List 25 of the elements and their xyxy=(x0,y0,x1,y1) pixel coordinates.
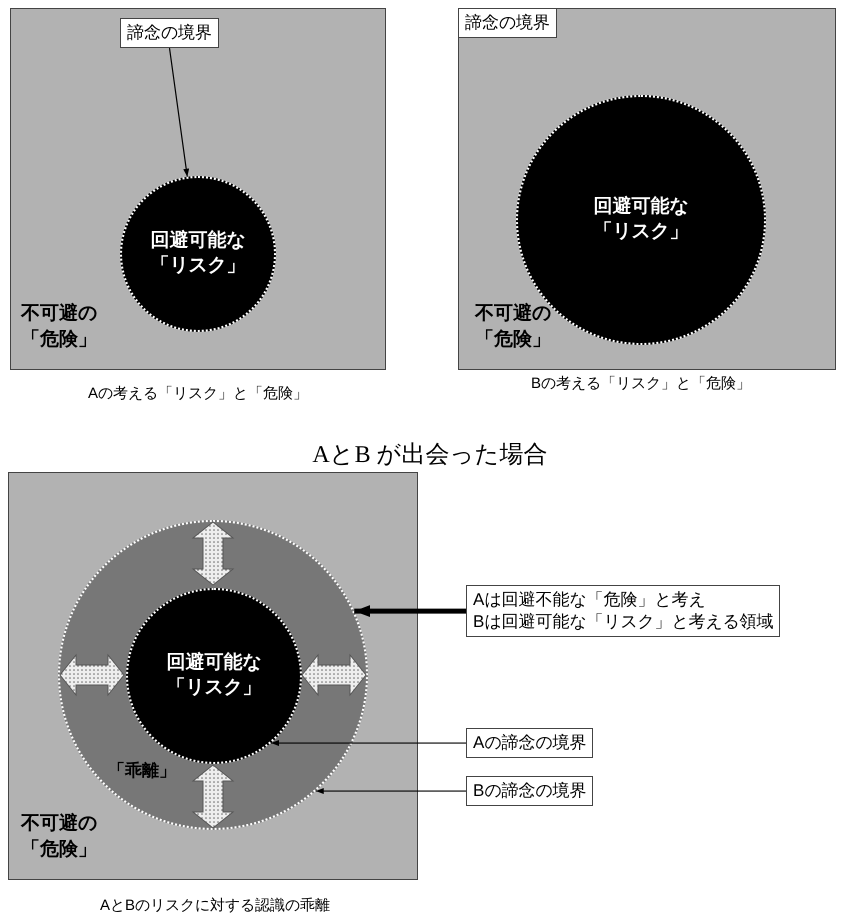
region-panel xyxy=(10,8,386,370)
caption: AとBのリスクに対する認識の乖離 xyxy=(100,896,330,915)
leader-line xyxy=(271,740,466,746)
leader-line xyxy=(168,48,190,177)
callout-box: Aの諦念の境界 xyxy=(466,728,594,758)
callout-text: Aは回避不能な「危険」と考え xyxy=(473,589,706,611)
region-panel xyxy=(8,472,418,880)
arrow xyxy=(354,605,466,618)
callout-box: 諦念の境界 xyxy=(120,18,219,48)
heading: AとB が出会った場合 xyxy=(312,441,548,470)
region-label: 不可避の「危険」 xyxy=(21,812,98,862)
region-label: 不可避の「危険」 xyxy=(21,302,98,352)
caption: Bの考える「リスク」と「危険」 xyxy=(531,374,751,393)
region-label: 不可避の「危険」 xyxy=(475,302,552,352)
callout-text: Bは回避可能な「リスク」と考える領域 xyxy=(473,611,774,634)
callout-box: 諦念の境界 xyxy=(458,8,557,38)
risk-label: 回避可能な「リスク」 xyxy=(592,195,690,244)
callout-box xyxy=(466,585,780,638)
leader-line xyxy=(316,788,466,794)
region-panel xyxy=(458,8,836,370)
caption: Aの考える「リスク」と「危険」 xyxy=(88,384,308,403)
risk-label: 回避可能な「リスク」 xyxy=(166,651,262,700)
callout-box: Bの諦念の境界 xyxy=(466,776,594,806)
risk-label: 回避可能な「リスク」 xyxy=(150,229,246,278)
divergence-label: 「乖離」 xyxy=(108,760,176,782)
